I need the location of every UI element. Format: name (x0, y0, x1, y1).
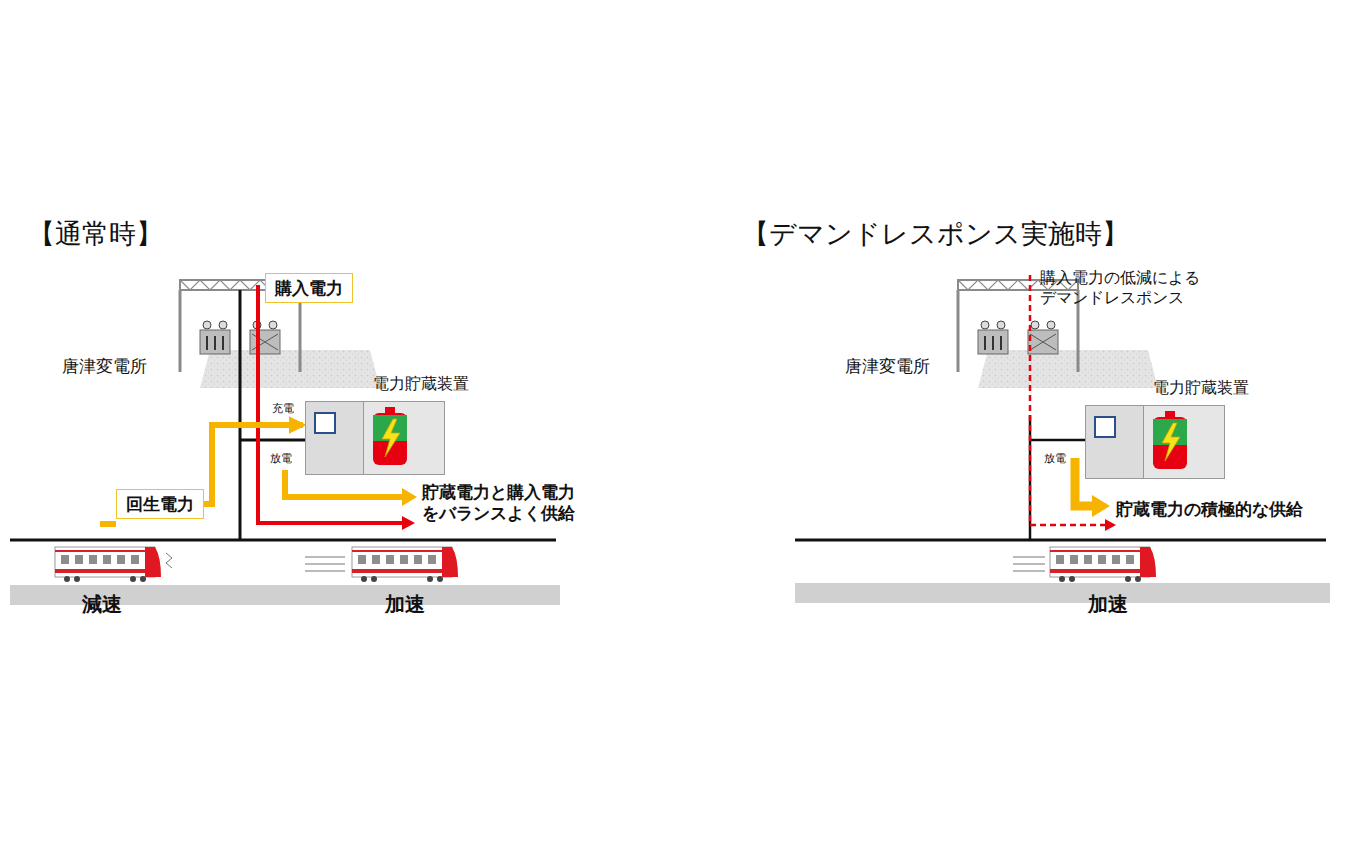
drawing-part (1086, 405, 1144, 478)
drawing-part (1165, 411, 1175, 418)
drawing-part (1162, 423, 1180, 461)
drawing-part (1050, 547, 1156, 582)
device-cabinet (1085, 405, 1225, 479)
substation-label: 唐津変電所 (62, 356, 147, 377)
panel-heading: 【通常時】 (28, 217, 163, 251)
drawing-part (795, 583, 1330, 603)
storage-device: 電力貯蔵装置 (305, 374, 473, 475)
node-text: 購入電力 (275, 277, 343, 299)
drawing-part (1092, 495, 1110, 517)
drawing-part (1153, 417, 1187, 469)
drawing-part (1030, 275, 1107, 525)
drawing-part (166, 553, 172, 568)
panel-heading: 【デマンドレスポンス実施時】 (742, 217, 1129, 251)
drawing-part (1013, 557, 1045, 558)
drawing-part (1013, 557, 1045, 571)
drawing-part (305, 557, 345, 558)
substation-label: 唐津変電所 (845, 356, 930, 377)
motion-label: 加速 (1088, 592, 1128, 617)
drawing-part (364, 401, 445, 474)
drawing-part (305, 571, 345, 572)
node-text: 回生電力 (126, 493, 194, 515)
drawing-part (305, 564, 345, 565)
drawing-part (402, 488, 417, 506)
drawing-part (795, 539, 1326, 542)
drawing-part (10, 539, 556, 542)
drawing-part (1095, 417, 1115, 437)
drawing-part (402, 516, 415, 530)
purchase-power-tag: 購入電力 (265, 273, 353, 303)
drawing-part (1144, 405, 1225, 478)
drawing-part (1105, 519, 1116, 531)
node-text: 電力貯蔵装置 (1085, 378, 1253, 399)
regen-power-tag: 回生電力 (116, 489, 204, 519)
left-scene (10, 280, 560, 605)
discharge-label: 放電 (270, 452, 292, 466)
device-icon (1085, 405, 1225, 479)
supply-note: 貯蔵電力の積極的な供給 (1116, 499, 1303, 520)
motion-label: 加速 (385, 592, 425, 617)
drawing-part (1013, 571, 1045, 572)
drawing-part (1030, 439, 1085, 442)
drawing-part (55, 547, 161, 582)
device-icon (305, 401, 445, 475)
right-scene (795, 275, 1330, 603)
drawing-part (385, 407, 395, 414)
supply-note: 貯蔵電力と購入電力 をバランスよく供給 (422, 482, 587, 525)
drawing-part (352, 547, 458, 582)
drawing-part (1013, 564, 1045, 565)
drawing-part (315, 413, 335, 433)
storage-device: 電力貯蔵装置 (1085, 378, 1253, 479)
drawing-part (382, 419, 400, 457)
discharge-label: 放電 (1044, 452, 1066, 466)
motion-label: 減速 (82, 592, 122, 617)
node-text: 電力貯蔵装置 (305, 374, 473, 395)
drawing-part (373, 413, 407, 465)
power-flow-arrow (204, 425, 303, 504)
drawing-part (204, 425, 303, 504)
demand-response-note: 購入電力の低減による デマンドレスポンス (1040, 268, 1215, 308)
drawing-part (306, 401, 364, 474)
drawing-part (240, 439, 305, 442)
device-cabinet (305, 401, 445, 475)
charge-label: 充電 (272, 402, 294, 416)
drawing-part (239, 290, 242, 540)
drawing-part (305, 557, 345, 571)
drawing-part (100, 521, 116, 527)
